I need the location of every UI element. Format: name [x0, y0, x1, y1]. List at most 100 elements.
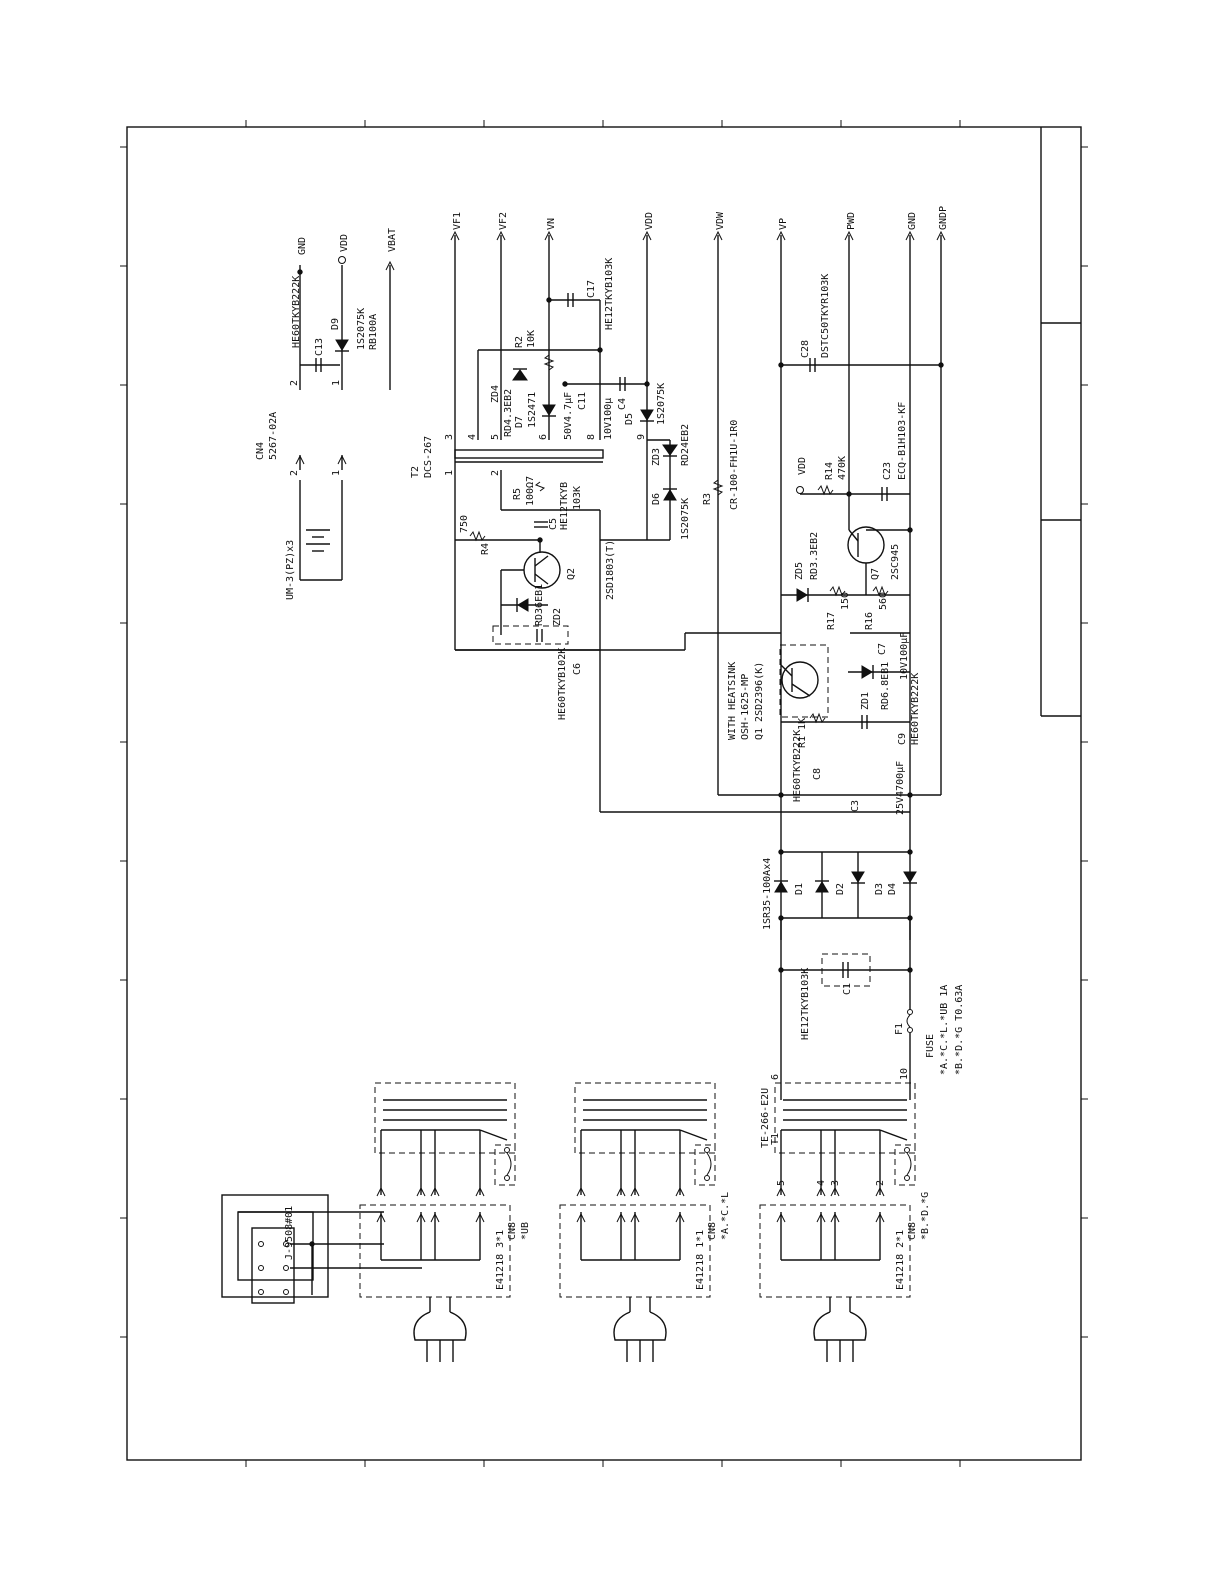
fuse-rating-1: *A.*C.*L.*UB 1A [939, 985, 950, 1075]
d5-diode-icon [640, 409, 654, 421]
q2-transistor-icon [523, 551, 561, 589]
q1-note2: OSH-1625-MP [740, 674, 751, 740]
t2-part: DCS-267 [423, 436, 434, 478]
c4-value: 10V100μ [603, 398, 614, 440]
c9-label: C9 [897, 733, 908, 745]
r2-value: 10K [526, 330, 537, 348]
zd3-part: RD24EB2 [680, 424, 691, 466]
q1-heatsink-box [779, 644, 829, 718]
battery-icon [306, 529, 330, 552]
d2-diode-icon [815, 880, 829, 893]
battery-label: UM-3(PZ)x3 [285, 540, 296, 600]
c6-value: HE60TKYB102K [557, 648, 568, 720]
cn4-pin2: 2 [289, 470, 300, 476]
r5-value: 100Ω7 [525, 476, 536, 506]
control-section: C28 DSTC50TKYR103K VDD R14 470K C23 ECQ-… [718, 274, 944, 815]
cn8-label: CN8 [907, 1222, 918, 1240]
c1-label: C1 [842, 983, 853, 995]
c5-value2: 103K [572, 486, 583, 510]
c3-label: C3 [850, 800, 861, 812]
cn8-variant: *B.*D.*G [920, 1192, 931, 1240]
q2-part: 2SD1803(T) [605, 540, 616, 600]
cn4-part: 5267-02A [268, 412, 279, 460]
d6-part: 1S2075K [680, 498, 691, 540]
plug-mark: E41218 3*1 [495, 1230, 506, 1290]
converter-section: T2 DCS-267 1 2 3 4 5 6 8 9 C17 HE12TKYB1… [410, 258, 910, 813]
t1-part: TE-266-E2U [760, 1088, 771, 1148]
r5-label: R5 [512, 488, 523, 500]
rail-label-gndp: GNDP [938, 206, 949, 230]
zd5-label: ZD5 [794, 562, 805, 580]
transformer-box [374, 1082, 516, 1154]
c7-label: C7 [877, 643, 888, 655]
mains-plug-icon [413, 1311, 467, 1341]
zd5-part: RD3.3EB2 [809, 532, 820, 580]
q1-label: Q1 2SD2396(K) [754, 662, 765, 740]
cn8-variant: *UB [520, 1222, 531, 1240]
d2-label: D2 [835, 883, 846, 895]
rail-label-vn: VN [546, 218, 557, 230]
fuse-rating-2: *B.*D.*G T0.63A [954, 985, 965, 1075]
r4-label: R4 [480, 543, 491, 555]
c7-value: 10V100μF [899, 632, 910, 680]
rail-label-vf2: VF2 [498, 212, 509, 230]
rail-label-vf1: VF1 [452, 212, 463, 230]
c8-value: HE60TKYB222K [792, 730, 803, 802]
zd2-zener-icon [517, 598, 529, 612]
r14-label: R14 [824, 462, 835, 480]
c5-value: HE12TKYB [559, 482, 570, 530]
c17-label: C17 [586, 280, 597, 298]
t2-pin-3: 3 [444, 434, 455, 440]
c28-label: C28 [800, 340, 811, 358]
d7-label: D7 [514, 416, 525, 428]
t1-tap-label: 5 [776, 1180, 787, 1186]
c23-label: C23 [882, 462, 893, 480]
plug-mark: E41218 1*1 [695, 1230, 706, 1290]
c13-label: C13 [314, 338, 325, 356]
c11-value: 50V4.7μF [563, 392, 574, 440]
transformer-box [574, 1082, 716, 1154]
rail-label-vdw: VDW [715, 211, 726, 230]
battery-vdd-label: VDD [339, 234, 350, 252]
d5-label: D5 [624, 413, 635, 425]
battery-gnd-label: GND [297, 237, 308, 255]
zd5-zener-icon [796, 588, 808, 602]
d6-label: D6 [651, 493, 662, 505]
q1-note: WITH HEATSINK [727, 662, 738, 740]
zd1-label: ZD1 [860, 692, 871, 710]
c9-value: HE60TKYB222K [910, 673, 921, 745]
cn4-pin1: 1 [331, 470, 342, 476]
cn8-connector-box [759, 1204, 911, 1298]
r3-label: R3 [702, 493, 713, 505]
d9-part2: RB100A [368, 314, 379, 350]
zd3-label: ZD3 [651, 448, 662, 466]
jack-section: J-9508#01 [221, 1194, 422, 1304]
d3-diode-icon [851, 871, 865, 884]
rail-label-pwd: PWD [846, 212, 857, 230]
fuse-label: FUSE [925, 1034, 936, 1058]
cn8-label: CN8 [707, 1222, 718, 1240]
d9-label: D9 [330, 318, 341, 330]
t2-pin-8: 8 [586, 434, 597, 440]
c28-value: DSTC50TKYR103K [820, 274, 831, 358]
cn4-label: CN4 [255, 442, 266, 460]
r3-part: CR-100-FH1U-1R0 [729, 420, 740, 510]
transformer-box [774, 1082, 916, 1154]
cn4-pin1-top: 1 [331, 380, 342, 386]
cn8-connector-box [559, 1204, 711, 1298]
r1-label: R1 1K [797, 718, 808, 748]
d6-diode-icon [663, 489, 677, 501]
c1-value: HE12TKYB103K [800, 968, 811, 1040]
r17-label: R17 [826, 612, 837, 630]
t1-tap-label: 2 [875, 1180, 886, 1186]
ctrl-vdd-label: VDD [797, 457, 808, 475]
cn8-variant: *A.*C.*L [720, 1192, 731, 1240]
c4-label: C4 [617, 398, 628, 410]
t2-pin-6: 6 [538, 434, 549, 440]
zd4-zener-icon [512, 369, 528, 381]
battery-section: GND VDD VBAT C13 HE60TKYB222K D9 1S2075K… [255, 228, 398, 600]
zd2-label: ZD2 [552, 608, 563, 626]
vdd-terminal-icon-2 [796, 486, 804, 494]
